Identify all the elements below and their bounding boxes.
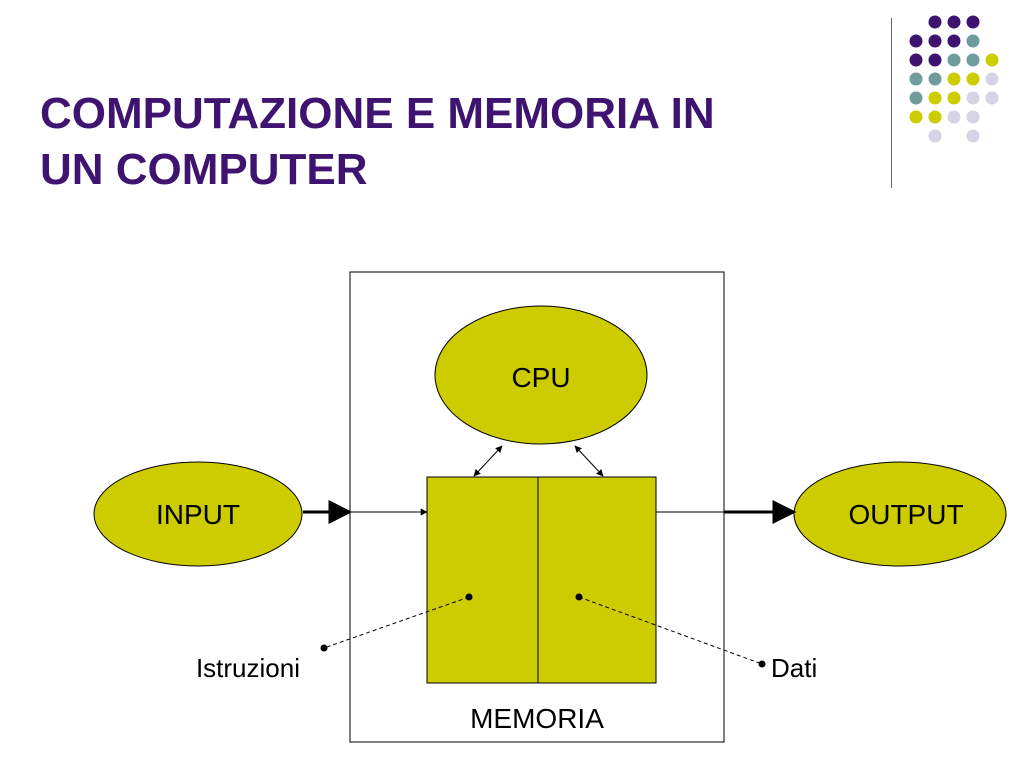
data-callout: Dati (575, 593, 817, 683)
instructions-label: Istruzioni (196, 653, 300, 683)
decorative-dot (928, 34, 942, 48)
memory-instructions-cell (426, 476, 539, 684)
instructions-callout: Istruzioni (196, 593, 473, 683)
decorative-dot (928, 91, 942, 105)
decorative-dot (985, 72, 999, 86)
decorative-dot (966, 53, 980, 67)
memory-block (426, 476, 657, 684)
slide-title-line-2: UN COMPUTER (40, 145, 368, 194)
decorative-dot (985, 91, 999, 105)
decorative-dot (966, 15, 980, 29)
slide-title: COMPUTAZIONE E MEMORIA IN UN COMPUTER (40, 86, 715, 198)
data-dot-outer (758, 660, 766, 668)
output-label: OUTPUT (848, 499, 963, 530)
decorative-dot (947, 91, 961, 105)
slide-title-line-1: COMPUTAZIONE E MEMORIA IN (40, 89, 715, 138)
decorative-dot (966, 34, 980, 48)
cpu-instructions-arrow (473, 445, 503, 477)
data-leader-line (578, 596, 763, 665)
cpu-label: CPU (511, 362, 570, 393)
input-node: INPUT (93, 461, 303, 567)
decorative-divider (891, 18, 892, 188)
decorative-dot (947, 15, 961, 29)
decorative-dot (966, 129, 980, 143)
decorative-dot (947, 72, 961, 86)
decorative-dot (947, 110, 961, 124)
memory-data-cell (537, 476, 657, 684)
memory-label: MEMORIA (470, 703, 604, 734)
data-label: Dati (771, 653, 817, 683)
output-node: OUTPUT (793, 461, 1007, 567)
decorative-dot (928, 15, 942, 29)
decorative-dot (966, 72, 980, 86)
decorative-dot (909, 91, 923, 105)
decorative-dot (947, 34, 961, 48)
decorative-dot (909, 34, 923, 48)
decorative-dot (985, 53, 999, 67)
decorative-dot (928, 53, 942, 67)
decorative-dot (947, 53, 961, 67)
decorative-dot (909, 72, 923, 86)
cpu-node: CPU (434, 305, 648, 445)
decorative-dot (909, 53, 923, 67)
instructions-dot-outer (320, 644, 328, 652)
decorative-dot (928, 72, 942, 86)
input-label: INPUT (156, 499, 240, 530)
cpu-ellipse (434, 305, 648, 445)
decorative-dot (928, 129, 942, 143)
input-ellipse (93, 461, 303, 567)
cpu-data-arrow (574, 445, 604, 477)
instructions-leader-line (323, 596, 470, 649)
decorative-dot (966, 91, 980, 105)
decorative-dot (909, 110, 923, 124)
decorative-dot (966, 110, 980, 124)
decorative-dot-grid (909, 15, 999, 143)
decorative-dot (928, 110, 942, 124)
